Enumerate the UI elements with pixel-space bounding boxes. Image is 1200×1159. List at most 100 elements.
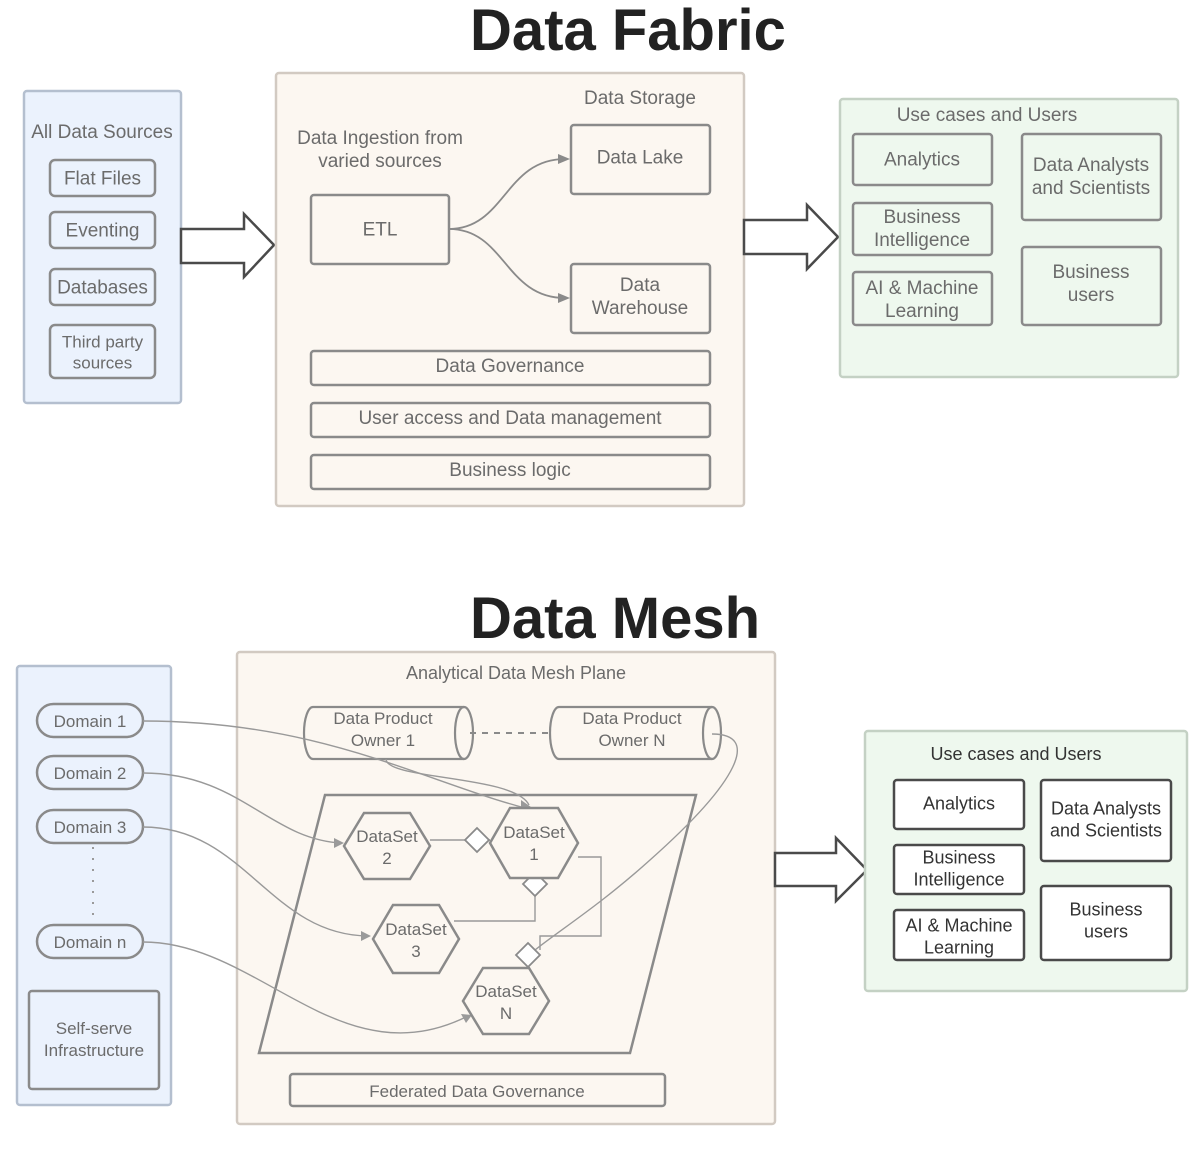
svg-text:Domain n: Domain n: [54, 933, 127, 952]
label-line: ETL: [363, 220, 398, 241]
svg-text:Data Lake: Data Lake: [597, 148, 684, 169]
label-line: Data Product: [333, 709, 432, 728]
label-line: DataSet: [475, 982, 537, 1001]
mesh-arrowhead-dataset2: [334, 838, 344, 848]
label-line: sources: [73, 353, 133, 372]
label-line: Owner 1: [351, 731, 415, 750]
fabric-storage-title: Data Storage: [584, 88, 696, 109]
mesh-domainn-to-datasetn-link: [142, 941, 469, 1034]
svg-text:Eventing: Eventing: [66, 221, 140, 242]
fabric-source-flat-files: Flat Files: [48, 158, 157, 198]
label-line: Data Lake: [597, 148, 684, 169]
label-line: Eventing: [66, 221, 140, 242]
mesh-arrowhead-datasetn: [461, 1014, 472, 1023]
label-line: Business: [1069, 899, 1142, 919]
label-line: Data Analysts: [1051, 798, 1161, 818]
fabric-etl-to-warehouse-connector: [448, 228, 566, 299]
mesh-usecases-group: Use cases and Users Analytics Data Analy…: [863, 729, 1189, 993]
mesh-federated-governance-bar: Federated Data Governance: [288, 1072, 667, 1108]
label-line: 1: [529, 845, 538, 864]
fabric-arrow-storage-to-usecases: [742, 201, 840, 273]
label-line: Warehouse: [592, 298, 688, 319]
fabric-etl-to-lake-arrowhead: [558, 154, 570, 164]
mesh-domain1-to-dataset1-link: [142, 720, 526, 809]
svg-text:ETL: ETL: [363, 220, 398, 241]
svg-text:Databases: Databases: [57, 278, 148, 299]
label-line: Intelligence: [913, 869, 1004, 889]
mesh-domains-group: Domain 1 Domain 2 Domain 3 Domain n Self…: [15, 664, 173, 1107]
svg-text:Analytics: Analytics: [884, 150, 960, 171]
label-line: Business: [883, 207, 960, 228]
fabric-sources-title: All Data Sources: [31, 122, 173, 143]
svg-text:Domain 2: Domain 2: [54, 764, 127, 783]
svg-text:Flat Files: Flat Files: [64, 169, 141, 190]
label-line: Third party: [62, 332, 144, 351]
svg-text:Federated Data Governance: Federated Data Governance: [369, 1082, 584, 1101]
label-line: AI & Machine: [866, 278, 979, 299]
label-line: N: [500, 1004, 512, 1023]
svg-text:Data Governance: Data Governance: [436, 356, 585, 377]
mesh-arrow-plane-to-usecases: [773, 834, 869, 905]
label-line: Learning: [885, 301, 959, 322]
mesh-ownern-to-datasetn-link: [534, 733, 738, 951]
mesh-owner1-to-dataset1-link: [385, 758, 530, 806]
fabric-usecases-group: Use cases and Users Analytics Data Analy…: [838, 97, 1180, 379]
label-line: varied sources: [318, 151, 442, 172]
label-line: Databases: [57, 278, 148, 299]
mesh-usecases-title: Use cases and Users: [930, 744, 1101, 764]
mesh-domain3-to-dataset3-link: [142, 826, 369, 937]
fabric-source-databases: Databases: [48, 267, 157, 307]
mesh-usecase-analytics: Analytics: [892, 778, 1026, 831]
label-line: users: [1068, 285, 1114, 306]
fabric-sources-group: All Data Sources Flat Files Eventing Dat…: [22, 89, 183, 405]
svg-text:Domain 3: Domain 3: [54, 818, 127, 837]
label-line: Data Product: [582, 709, 681, 728]
fabric-usecases-title: Use cases and Users: [897, 105, 1078, 126]
label-line: 2: [382, 849, 391, 868]
mesh-title: Data Mesh: [470, 586, 760, 651]
label-line: AI & Machine: [905, 915, 1012, 935]
fabric-source-third-party: Third party sources: [48, 323, 157, 380]
label-line: DataSet: [503, 823, 565, 842]
fabric-title: Data Fabric: [470, 0, 786, 63]
label-line: Data Ingestion from: [297, 128, 463, 149]
fabric-usecase-analytics: Analytics: [851, 132, 994, 187]
label-line: Data Analysts: [1033, 155, 1149, 176]
fabric-governance-bar: Data Governance: [309, 349, 712, 387]
label-line: Analytics: [923, 793, 995, 813]
mesh-dataset-platform: [257, 793, 698, 1055]
fabric-source-eventing: Eventing: [48, 210, 157, 250]
label-line: Flat Files: [64, 169, 141, 190]
label-line: Learning: [924, 937, 994, 957]
fabric-data-lake-box: Data Lake: [569, 123, 712, 196]
label-line: Owner N: [598, 731, 665, 750]
label-line: Intelligence: [874, 230, 970, 251]
svg-text:Domain 1: Domain 1: [54, 712, 127, 731]
label-line: DataSet: [356, 827, 418, 846]
svg-text:Business logic: Business logic: [449, 460, 570, 481]
label-line: Self-serve: [56, 1019, 133, 1038]
label-line: Data: [620, 275, 661, 296]
